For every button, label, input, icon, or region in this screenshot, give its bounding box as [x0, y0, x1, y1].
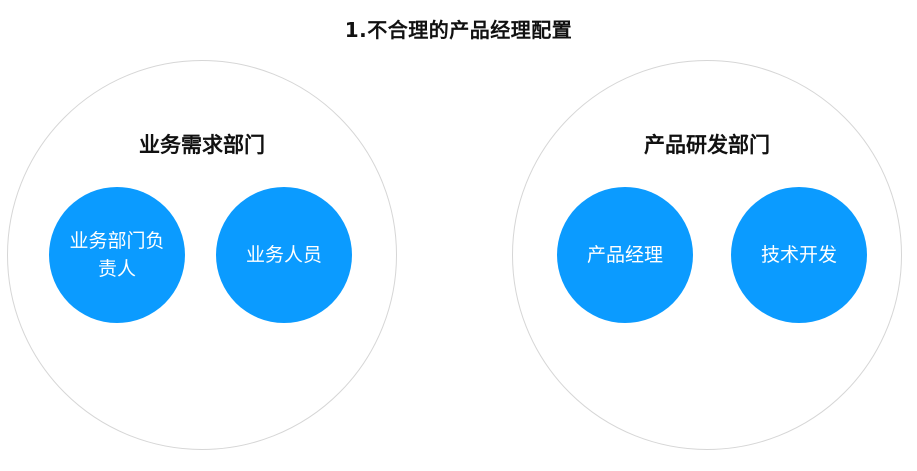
diagram-title: 1.不合理的产品经理配置: [344, 18, 573, 42]
role-circle-business-staff: 业务人员: [216, 187, 352, 323]
group-label-product-rd: 产品研发部门: [644, 133, 770, 157]
group-circle-business: 业务需求部门 业务部门负责人 业务人员: [7, 60, 397, 450]
role-label-business-staff: 业务人员: [245, 244, 322, 266]
role-circle-tech-dev: 技术开发: [731, 187, 867, 323]
group-circle-product-rd: 产品研发部门 产品经理 技术开发: [512, 60, 902, 450]
role-label-tech-dev: 技术开发: [760, 244, 837, 266]
role-circle-product-manager: 产品经理: [557, 187, 693, 323]
role-label-business-head: 业务部门负责人: [69, 230, 165, 280]
role-label-product-manager: 产品经理: [586, 244, 663, 266]
group-label-business: 业务需求部门: [139, 133, 265, 157]
role-circle-business-head: 业务部门负责人: [49, 187, 185, 323]
